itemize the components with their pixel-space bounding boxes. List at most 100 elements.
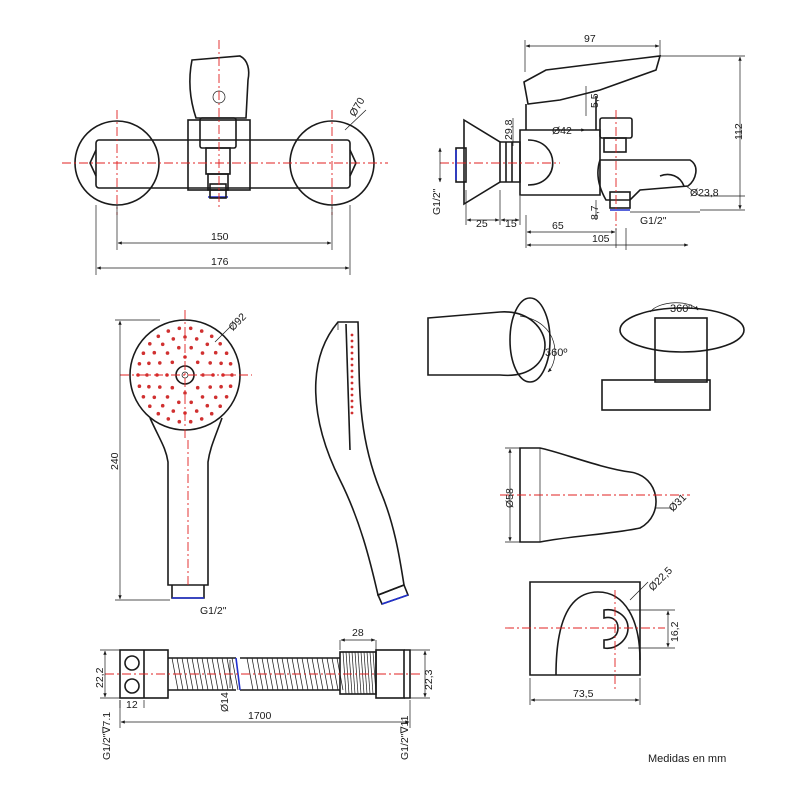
spray-hole [209, 334, 214, 339]
side-spout-dia-label: Ø23,8 [690, 187, 719, 199]
hose-thread-left-label: G1/2"∇7.1 [101, 712, 113, 760]
spray-hole [219, 361, 223, 366]
spray-hole [199, 417, 204, 421]
spray-hole [166, 329, 171, 333]
spray-hole [152, 395, 157, 400]
side-spray-hole [350, 387, 354, 391]
spray-hole [188, 326, 193, 331]
spray-hole [194, 409, 199, 413]
nut-knurl-line [351, 651, 356, 695]
spray-hole [228, 362, 233, 366]
side-body-dia-label: Ø42 [552, 125, 572, 137]
spray-hole [177, 400, 181, 405]
side-spray-hole [350, 405, 354, 409]
hose-thread-right-label: G1/2"∇11 [399, 715, 411, 760]
spray-hole [205, 403, 210, 408]
spray-hole [189, 400, 193, 405]
spray-hole [165, 351, 170, 355]
hose-coil [231, 657, 239, 691]
spray-hole [171, 337, 176, 341]
spray-hole [224, 395, 229, 399]
hose-coil [281, 657, 289, 691]
nut-knurl-line [354, 651, 359, 695]
spray-hole [160, 403, 165, 408]
nut-knurl-line [345, 651, 350, 695]
spray-hole [170, 360, 175, 365]
side-spray-hole [350, 381, 354, 385]
spray-hole [218, 342, 222, 346]
spray-hole [158, 361, 162, 365]
spray-hole [228, 384, 233, 389]
spray-hole [209, 411, 214, 416]
side-spray-hole [350, 339, 354, 343]
spray-hole [205, 342, 210, 347]
side-spray-hole [350, 369, 354, 373]
side-spray-hole [350, 411, 354, 415]
spray-hole [170, 385, 175, 390]
spray-hole [171, 409, 176, 413]
side-spray-hole [350, 351, 354, 355]
holder-front-dia-label: Ø22,5 [646, 565, 675, 594]
spray-hole [189, 345, 193, 350]
spray-hole [137, 384, 142, 389]
spray-hole [183, 335, 187, 339]
spray-hole [165, 395, 170, 399]
nut-knurl-line [366, 651, 371, 695]
spray-hole [194, 337, 199, 341]
spray-hole [230, 373, 234, 377]
nut-knurl-line [342, 651, 347, 695]
spray-hole [148, 342, 152, 346]
spray-hole [219, 384, 223, 389]
side-spray-hole [350, 345, 354, 349]
spray-hole [147, 361, 151, 366]
rotation-label-a: 360º [545, 347, 567, 359]
handshower-front-view: 240 Ø92 G1/2" [109, 310, 252, 617]
spray-hole [148, 404, 152, 409]
spray-hole [141, 351, 146, 356]
hose-d222-left-label: 22,2 [94, 667, 106, 688]
hose-nut-knurl [342, 651, 377, 695]
spray-hole [156, 411, 161, 416]
spray-hole [156, 334, 161, 339]
spray-holes [136, 326, 234, 424]
spray-hole [145, 373, 149, 377]
nut-knurl-line [360, 651, 365, 695]
spray-hole [188, 419, 193, 424]
side-spray-hole [350, 333, 354, 337]
side-d65-label: 65 [552, 220, 564, 232]
hose-coil [201, 657, 209, 691]
spray-hole [177, 345, 181, 350]
hose-dia-label: Ø14 [219, 692, 231, 712]
side-spray-hole [350, 363, 354, 367]
spray-hole [218, 404, 222, 409]
spray-hole [137, 362, 142, 366]
hose-coil [321, 657, 329, 691]
spray-hole [224, 351, 229, 356]
side-d2-label: 29,8 [503, 119, 515, 140]
side-height-label: 112 [733, 123, 745, 140]
spray-hole [213, 350, 218, 355]
holder-side-view: Ø58 Ø31 [500, 447, 690, 543]
handshower-dia-label: Ø92 [226, 311, 249, 334]
spray-hole [208, 361, 212, 365]
side-d105-label: 105 [592, 233, 610, 245]
front-width-outer-label: 176 [211, 256, 229, 268]
side-top-label: 97 [584, 33, 596, 45]
spray-hole [208, 385, 212, 389]
spray-hole [199, 329, 204, 333]
mixer-side-view: 97 112 5,5 29,8 Ø42 G1/2" 25 15 8,7 G1/2… [431, 33, 745, 250]
spray-hole [166, 417, 171, 421]
spray-hole [152, 350, 157, 355]
side-d87-label: 8,7 [589, 205, 601, 220]
spray-hole [160, 342, 165, 347]
units-note: Medidas en mm [648, 753, 726, 765]
spray-hole [158, 385, 162, 389]
front-dia-label: Ø70 [347, 95, 367, 118]
holder-front-d162-label: 16,2 [669, 621, 681, 642]
spray-hole [195, 360, 200, 365]
spray-hole [141, 395, 146, 399]
side-d25-label: 25 [476, 218, 488, 230]
side-spray-hole [350, 375, 354, 379]
holder-side-dia-a-label: Ø58 [504, 488, 516, 508]
